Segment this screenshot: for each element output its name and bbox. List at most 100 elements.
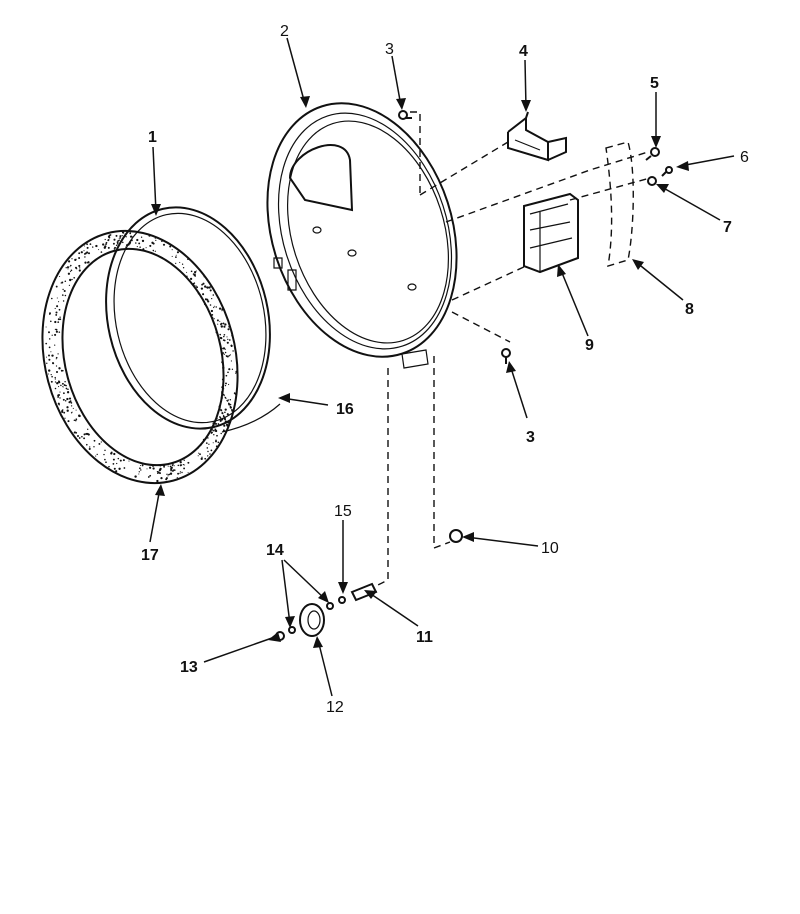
ring-speckle — [184, 464, 186, 466]
part-15-washer — [338, 596, 346, 604]
ring-speckle — [211, 429, 214, 431]
ring-speckle — [63, 289, 66, 293]
ring-speckle — [227, 399, 229, 401]
ring-speckle — [89, 446, 91, 448]
ring-speckle — [83, 433, 86, 436]
ring-speckle — [113, 238, 116, 241]
part-5-screw — [645, 147, 660, 161]
ring-speckle — [116, 243, 119, 245]
callout-10: 10 — [541, 540, 559, 557]
ring-speckle — [221, 378, 224, 381]
ring-speckle — [155, 239, 157, 241]
ring-speckle — [223, 424, 226, 427]
ring-speckle — [220, 325, 223, 328]
ring-speckle — [100, 251, 103, 253]
ring-speckle — [85, 432, 88, 435]
ring-speckle — [193, 274, 196, 277]
part-8-gasket-strip — [605, 141, 634, 267]
part-14-washer-left — [288, 626, 296, 634]
ring-speckle — [219, 333, 221, 336]
ring-speckle — [54, 376, 56, 379]
ring-speckle — [70, 405, 73, 407]
ring-speckle — [86, 243, 88, 246]
ring-speckle — [207, 455, 209, 457]
ring-speckle — [214, 428, 217, 431]
ring-speckle — [58, 404, 60, 406]
leader-arrowheads — [151, 96, 689, 648]
ring-speckle — [66, 406, 69, 409]
ring-speckle — [95, 455, 97, 457]
ring-speckle — [190, 270, 193, 273]
ring-speckle — [200, 287, 204, 290]
ring-speckle — [51, 297, 53, 300]
ring-speckle — [50, 320, 52, 323]
ring-speckle — [55, 311, 58, 314]
ring-speckle — [57, 395, 60, 397]
ring-speckle — [154, 250, 156, 252]
ring-speckle — [134, 475, 137, 478]
ring-speckle — [224, 326, 226, 328]
ring-speckle — [58, 380, 60, 383]
ring-speckle — [221, 361, 224, 364]
ring-speckle — [86, 443, 88, 446]
ring-speckle — [209, 289, 212, 292]
ring-speckle — [78, 269, 81, 272]
ring-speckle — [129, 232, 132, 235]
ring-speckle — [98, 249, 100, 251]
ring-speckle — [221, 412, 224, 415]
ring-speckle — [179, 261, 181, 263]
ring-speckle — [98, 442, 101, 445]
ring-speckle — [197, 447, 199, 449]
ring-speckle — [86, 261, 89, 264]
ring-speckle — [55, 285, 58, 288]
ring-speckle — [48, 369, 51, 372]
ring-speckle — [48, 373, 50, 375]
ring-speckle — [220, 432, 222, 435]
ring-speckle — [213, 318, 215, 320]
part-1-drum-band — [105, 206, 271, 430]
ring-speckle — [104, 458, 106, 461]
callout-15: 15 — [334, 503, 352, 520]
ring-speckle — [201, 456, 203, 458]
ring-speckle — [215, 439, 217, 441]
ring-speckle — [63, 411, 66, 414]
ring-speckle — [224, 411, 226, 414]
ring-speckle — [100, 441, 102, 443]
ring-speckle — [55, 313, 58, 316]
callout-8: 8 — [685, 301, 694, 318]
ring-speckle — [187, 258, 189, 260]
ring-speckle — [62, 398, 65, 401]
ring-speckle — [60, 384, 62, 387]
ring-speckle — [226, 399, 228, 402]
ring-speckle — [68, 284, 70, 286]
ring-speckle — [215, 440, 217, 443]
ring-speckle — [83, 437, 86, 440]
ring-speckle — [222, 347, 226, 350]
ring-speckle — [212, 294, 215, 296]
ring-speckle — [72, 407, 74, 409]
ring-speckle — [149, 474, 152, 477]
ring-speckle — [216, 334, 218, 337]
ring-speckle — [157, 472, 159, 475]
ring-speckle — [115, 470, 118, 473]
ring-speckle — [208, 286, 211, 289]
ring-speckle — [223, 335, 225, 338]
ring-speckle — [107, 246, 110, 249]
ring-speckle — [128, 460, 130, 462]
ring-speckle — [45, 326, 47, 328]
callout-11: 11 — [416, 629, 433, 646]
ring-speckle — [112, 463, 115, 465]
ring-speckle — [75, 409, 77, 411]
ring-speckle — [218, 406, 221, 409]
ring-speckle — [179, 471, 182, 473]
ring-speckle — [139, 464, 142, 467]
ring-speckle — [212, 442, 214, 444]
ring-speckle — [228, 403, 231, 406]
ring-speckle — [169, 472, 173, 475]
ring-speckle — [214, 422, 218, 425]
ring-speckle — [55, 358, 57, 360]
ring-speckle — [234, 348, 236, 350]
ring-speckle — [64, 294, 67, 297]
ring-speckle — [104, 245, 107, 248]
ring-speckle — [160, 477, 163, 480]
